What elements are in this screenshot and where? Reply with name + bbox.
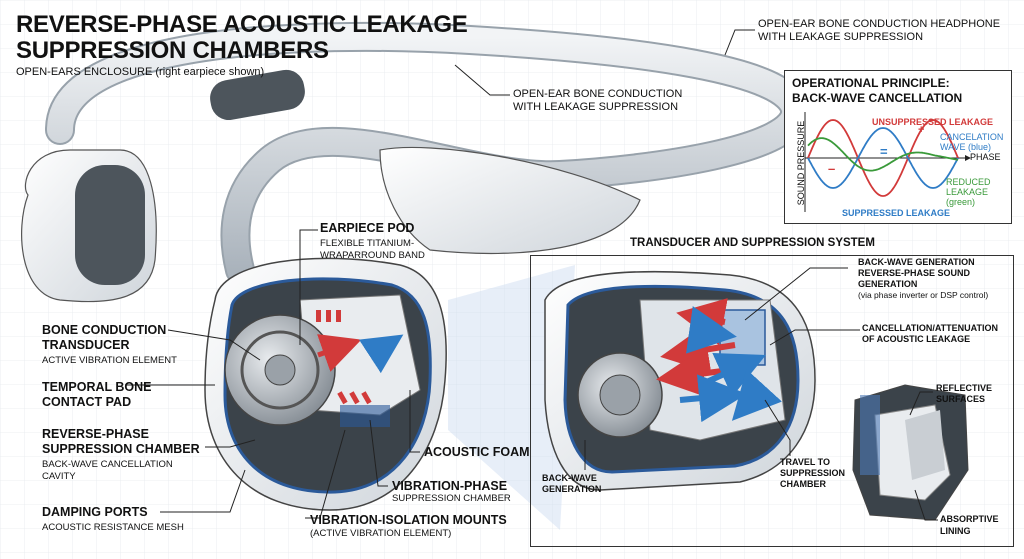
system-title: TRANSDUCER AND SUPPRESSION SYSTEM [630,237,875,249]
reflective-label-1: REFLECTIVE [936,383,993,393]
backwave-gen-3: GENERATION [858,279,918,289]
reverse-chamber-sub-2: CAVITY [42,471,76,482]
reflective-label-2: SURFACES [936,394,986,404]
absorptive-label-1: ABSORPTIVE [940,514,999,524]
system-panel [530,255,1014,547]
acoustic-foam-label: ACOUSTIC FOAM [424,445,530,459]
page-title-line1: REVERSE-PHASE ACOUSTIC LEAKAGE [16,11,468,38]
travel-label-1: TRAVEL TO [780,457,831,467]
page-subtitle: OPEN-EARS ENCLOSURE (right earpiece show… [16,66,265,78]
bone-transducer-label-1: BONE CONDUCTION [42,323,167,337]
bone-transducer-sub: ACTIVE VIBRATION ELEMENT [42,355,177,366]
damping-ports-sub: ACOUSTIC RESISTANCE MESH [42,522,184,533]
principle-title-2: BACK-WAVE CANCELLATION [792,91,963,105]
principle-reduced-2: LEAKAGE [946,187,989,197]
backwave-generation-1: BACK-WAVE [542,473,597,483]
isolation-mounts-label-1: VIBRATION-ISOLATION MOUNTS [310,513,507,527]
backwave-generation-2: GENERATION [542,484,602,494]
headphone-label-1: OPEN-EAR BONE CONDUCTION HEADPHONE [758,18,1001,30]
band-housing [379,146,641,255]
cancellation-label-2: OF ACOUSTIC LEAKAGE [862,334,971,344]
reverse-chamber-sub-1: BACK-WAVE CANCELLATION [42,459,173,470]
travel-label-2: SUPPRESSION [780,468,846,478]
reverse-chamber-label-1: REVERSE-PHASE [42,427,149,441]
temporal-pad-label-1: TEMPORAL BONE [42,380,152,394]
principle-x-label: PHASE [970,152,1001,162]
damping-ports-label: DAMPING PORTS [42,505,148,519]
reverse-chamber-label-2: SUPPRESSION CHAMBER [42,442,200,456]
headphone-label-2: WITH LEAKAGE SUPPRESSION [758,31,924,43]
travel-label-3: CHAMBER [780,479,826,489]
principle-reduced-3: (green) [946,197,976,207]
backwave-gen-4: (via phase inverter or DSP control) [858,290,989,300]
principle-y-label: SOUND PRESSURE [796,120,806,206]
band-label-2: WITH LEAKAGE SUPPRESSION [513,101,679,113]
backwave-gen-2: REVERSE-PHASE SOUND [858,268,971,278]
bone-transducer-label-2: TRANSDUCER [42,338,130,352]
principle-minus: – [828,161,836,176]
earpiece-pod-label: EARPIECE POD [320,221,415,235]
band-pad [210,69,305,121]
principle-reduced-1: REDUCED [946,177,991,187]
backwave-gen-1: BACK-WAVE GENERATION [858,257,975,267]
page-title-line2: SUPPRESSION CHAMBERS [16,37,329,64]
principle-equals: = [880,144,888,159]
isolation-mounts-label-2: (ACTIVE VIBRATION ELEMENT) [310,528,452,539]
earpiece-pod-sub-2: WRAPARROUND BAND [320,250,425,261]
band-label-1: OPEN-EAR BONE CONDUCTION [513,88,683,100]
temporal-pad-label-2: CONTACT PAD [42,395,132,409]
principle-title-1: OPERATIONAL PRINCIPLE: [792,76,950,90]
cancellation-label-1: CANCELLATION/ATTENUATION [862,323,998,333]
principle-suppressed: SUPPRESSED LEAKAGE [842,208,951,218]
vib-phase-label-1: VIBRATION-PHASE [392,479,508,493]
absorptive-label-2: LINING [940,526,971,536]
principle-plus: + [918,124,925,136]
principle-cancel-1: CANCELATION [940,132,1004,142]
vib-phase-label-2: SUPPRESSION CHAMBER [392,493,511,504]
principle-unsuppressed: UNSUPPRESSED LEAKAGE [872,117,994,127]
principle-cancel-2: WAVE (blue) [940,142,992,152]
earpiece-pod-sub-1: FLEXIBLE TITANIUM- [320,238,415,249]
